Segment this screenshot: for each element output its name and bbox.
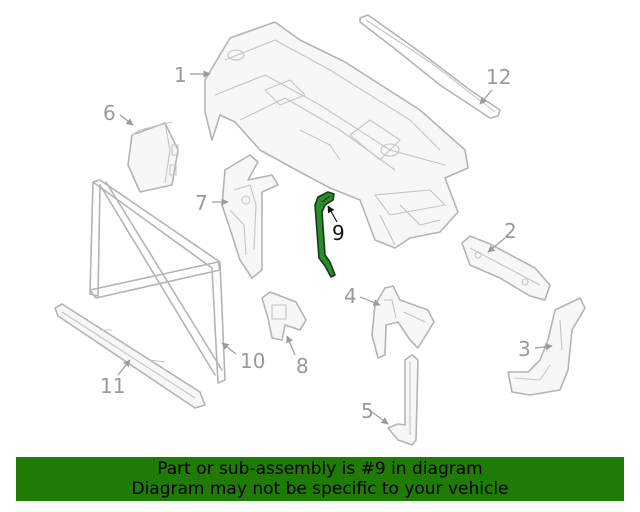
banner-line-disclaimer: Diagram may not be specific to your vehi… <box>131 479 509 499</box>
part-6-control-module <box>127 121 179 193</box>
callout-11: 11 <box>100 374 125 398</box>
part-info-banner: Part or sub-assembly is #9 in diagram Di… <box>16 457 624 501</box>
part-7-air-guide <box>221 154 279 279</box>
part-2-side-member <box>461 235 551 301</box>
parts-diagram: 1 2 3 4 5 6 7 8 9 10 11 12 <box>54 14 586 446</box>
part-9-support-bracket <box>314 191 336 278</box>
callout-1: 1 <box>174 63 187 87</box>
part-11-lower-rail <box>54 303 206 409</box>
callout-10: 10 <box>240 349 265 373</box>
part-12-seal-strip <box>359 14 501 119</box>
part-1-radiator-support <box>204 21 469 249</box>
callout-8: 8 <box>296 354 309 378</box>
banner-line-part: Part or sub-assembly is #9 in diagram <box>157 459 483 479</box>
part-4-bracket <box>371 285 435 359</box>
part-10-x-brace <box>89 179 226 384</box>
callout-5: 5 <box>361 399 374 423</box>
callout-12: 12 <box>486 65 511 89</box>
leader-lines <box>117 70 553 425</box>
callout-7: 7 <box>195 191 208 215</box>
callout-4: 4 <box>344 284 357 308</box>
callout-9: 9 <box>332 221 345 245</box>
callout-6: 6 <box>103 101 116 125</box>
part-8-mount-bracket <box>261 291 307 341</box>
callout-3: 3 <box>518 337 531 361</box>
part-5-vertical-bracket <box>387 354 419 446</box>
callout-2: 2 <box>504 219 517 243</box>
